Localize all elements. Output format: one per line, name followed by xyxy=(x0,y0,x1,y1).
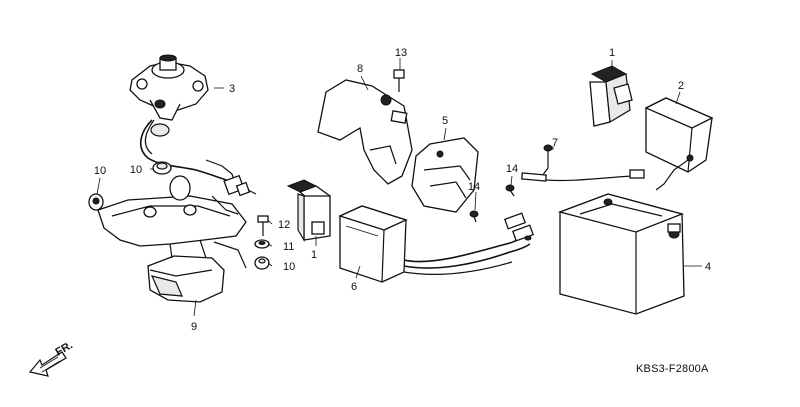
callout-6: 6 xyxy=(351,281,357,293)
callout-14-a: 14 xyxy=(506,163,518,175)
part-1-relay-left xyxy=(286,179,332,243)
part-13-bolt xyxy=(393,69,405,92)
part-10-grommet-b xyxy=(88,193,104,211)
callout-7: 7 xyxy=(552,137,558,149)
part-12-bolt xyxy=(257,215,269,236)
callout-13: 13 xyxy=(395,47,407,59)
callout-14-b: 14 xyxy=(468,181,480,193)
part-10-grommet-a xyxy=(152,161,172,175)
callout-10-b: 10 xyxy=(94,165,106,177)
part-4-battery xyxy=(557,193,685,315)
part-3-switch-assembly xyxy=(129,54,257,197)
callout-labels: 1 2 3 4 5 6 7 8 9 10 10 10 11 12 13 14 1… xyxy=(94,47,711,333)
part-2-cover xyxy=(644,97,714,191)
callout-10-a: 10 xyxy=(130,164,142,176)
callout-1-top: 1 xyxy=(609,47,615,59)
callout-11: 11 xyxy=(283,241,294,253)
callout-1-left: 1 xyxy=(311,249,317,261)
part-8-stay xyxy=(317,79,413,185)
callout-5: 5 xyxy=(442,115,448,127)
part-11-collar xyxy=(254,239,270,249)
part-14-bolt-a xyxy=(505,184,515,197)
callout-8: 8 xyxy=(357,63,363,75)
front-arrow-icon xyxy=(28,351,67,377)
front-label: FR. xyxy=(54,339,75,358)
part-9-bracket xyxy=(97,175,247,303)
part-14-bolt-b xyxy=(469,210,479,223)
callout-9: 9 xyxy=(191,321,197,333)
front-direction-indicator: FR. xyxy=(28,339,75,377)
part-10-grommet-c xyxy=(254,256,270,270)
part-1-relay-right xyxy=(589,65,633,127)
callout-3: 3 xyxy=(229,83,235,95)
leader-lines xyxy=(96,58,702,317)
callout-10-c: 10 xyxy=(283,261,295,273)
callout-12: 12 xyxy=(278,219,290,231)
part-6-cdi-unit xyxy=(338,205,535,283)
callout-4: 4 xyxy=(705,261,711,273)
part-7-cable xyxy=(521,144,645,182)
part-5-regulator xyxy=(411,137,479,213)
diagram-code: KBS3-F2800A xyxy=(636,363,709,375)
callout-2: 2 xyxy=(678,80,684,92)
